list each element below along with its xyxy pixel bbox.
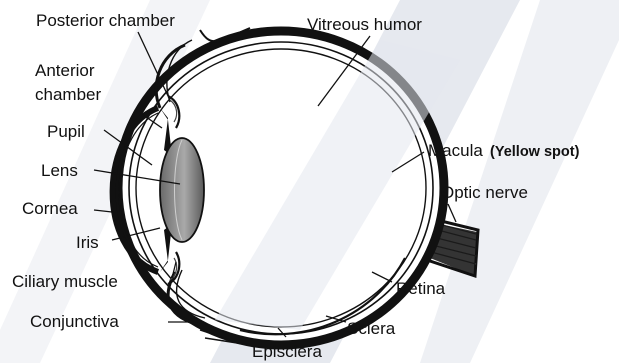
label-episclera: Episclera	[252, 342, 322, 361]
label-iris: Iris	[76, 233, 99, 252]
label-retina: Retina	[396, 279, 446, 298]
label-chamber: chamber	[35, 85, 101, 104]
label-sclera: Sclera	[347, 319, 396, 338]
label-anterior: Anterior	[35, 61, 95, 80]
leader-optic-nerve	[448, 204, 456, 222]
label-pupil: Pupil	[47, 122, 85, 141]
label-vitreous-humor: Vitreous humor	[307, 15, 422, 34]
label-posterior-chamber: Posterior chamber	[36, 11, 175, 30]
label-lens: Lens	[41, 161, 78, 180]
label-macula-note: (Yellow spot)	[490, 144, 580, 160]
label-optic-nerve: Optic nerve	[441, 183, 528, 202]
label-cornea: Cornea	[22, 199, 78, 218]
label-ciliary-muscle: Ciliary muscle	[12, 272, 118, 291]
label-macula: Macula	[428, 141, 483, 160]
lens-shape	[160, 138, 204, 242]
label-conjunctiva: Conjunctiva	[30, 312, 119, 331]
